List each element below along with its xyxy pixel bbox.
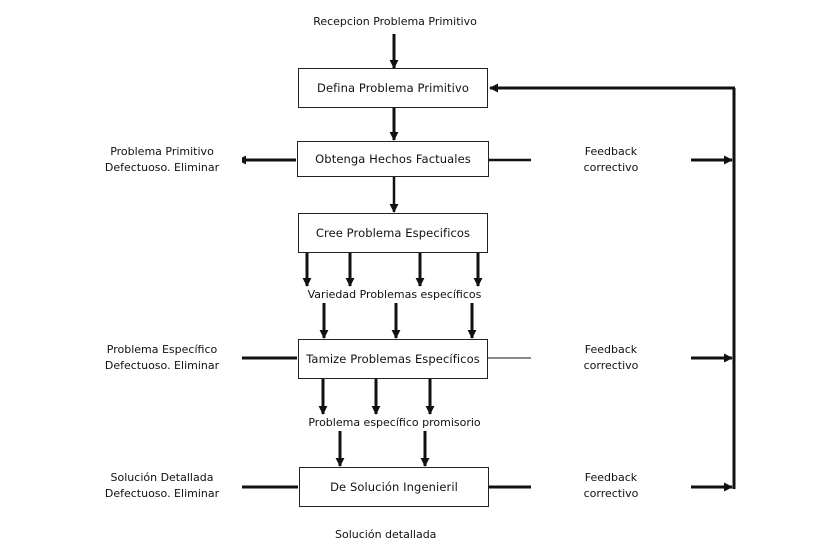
feedback-label-1: Feedback correctivo <box>531 144 691 176</box>
output-specific-defective: Problema Específico Defectuoso. Eliminar <box>82 342 242 374</box>
box-engineering-solution: De Solución Ingenieril <box>299 467 489 507</box>
box-create-problems: Cree Problema Especificos <box>298 213 488 253</box>
feedback-1-line1: Feedback <box>584 145 638 158</box>
bottom-output-label: Solución detallada <box>335 528 437 538</box>
feedback-1-line2: correctivo <box>583 161 639 174</box>
feedback-2-line2: correctivo <box>583 359 639 372</box>
output-primitive-line2: Defectuoso. Eliminar <box>104 161 220 174</box>
feedback-3-line1: Feedback <box>584 471 638 484</box>
label-promising-problem: Problema específico promisorio <box>292 415 497 431</box>
output-primitive-line1: Problema Primitivo <box>110 145 214 158</box>
output-specific-line1: Problema Específico <box>106 343 218 356</box>
output-primitive-defective: Problema Primitivo Defectuoso. Eliminar <box>82 144 242 176</box>
feedback-label-3: Feedback correctivo <box>531 470 691 502</box>
output-specific-line2: Defectuoso. Eliminar <box>104 359 220 372</box>
box-obtain-facts: Obtenga Hechos Factuales <box>297 141 489 177</box>
box-sieve-problems: Tamize Problemas Específicos <box>298 339 488 379</box>
feedback-3-line2: correctivo <box>583 487 639 500</box>
label-variety-problems: Variedad Problemas específicos <box>292 287 497 303</box>
feedback-2-line1: Feedback <box>584 343 638 356</box>
feedback-label-2: Feedback correctivo <box>531 342 691 374</box>
output-solution-defective: Solución Detallada Defectuoso. Eliminar <box>82 470 242 502</box>
box-define-problem: Defina Problema Primitivo <box>298 68 488 108</box>
output-solution-line1: Solución Detallada <box>110 471 214 484</box>
output-solution-line2: Defectuoso. Eliminar <box>104 487 220 500</box>
input-label: Recepcion Problema Primitivo <box>300 14 490 30</box>
